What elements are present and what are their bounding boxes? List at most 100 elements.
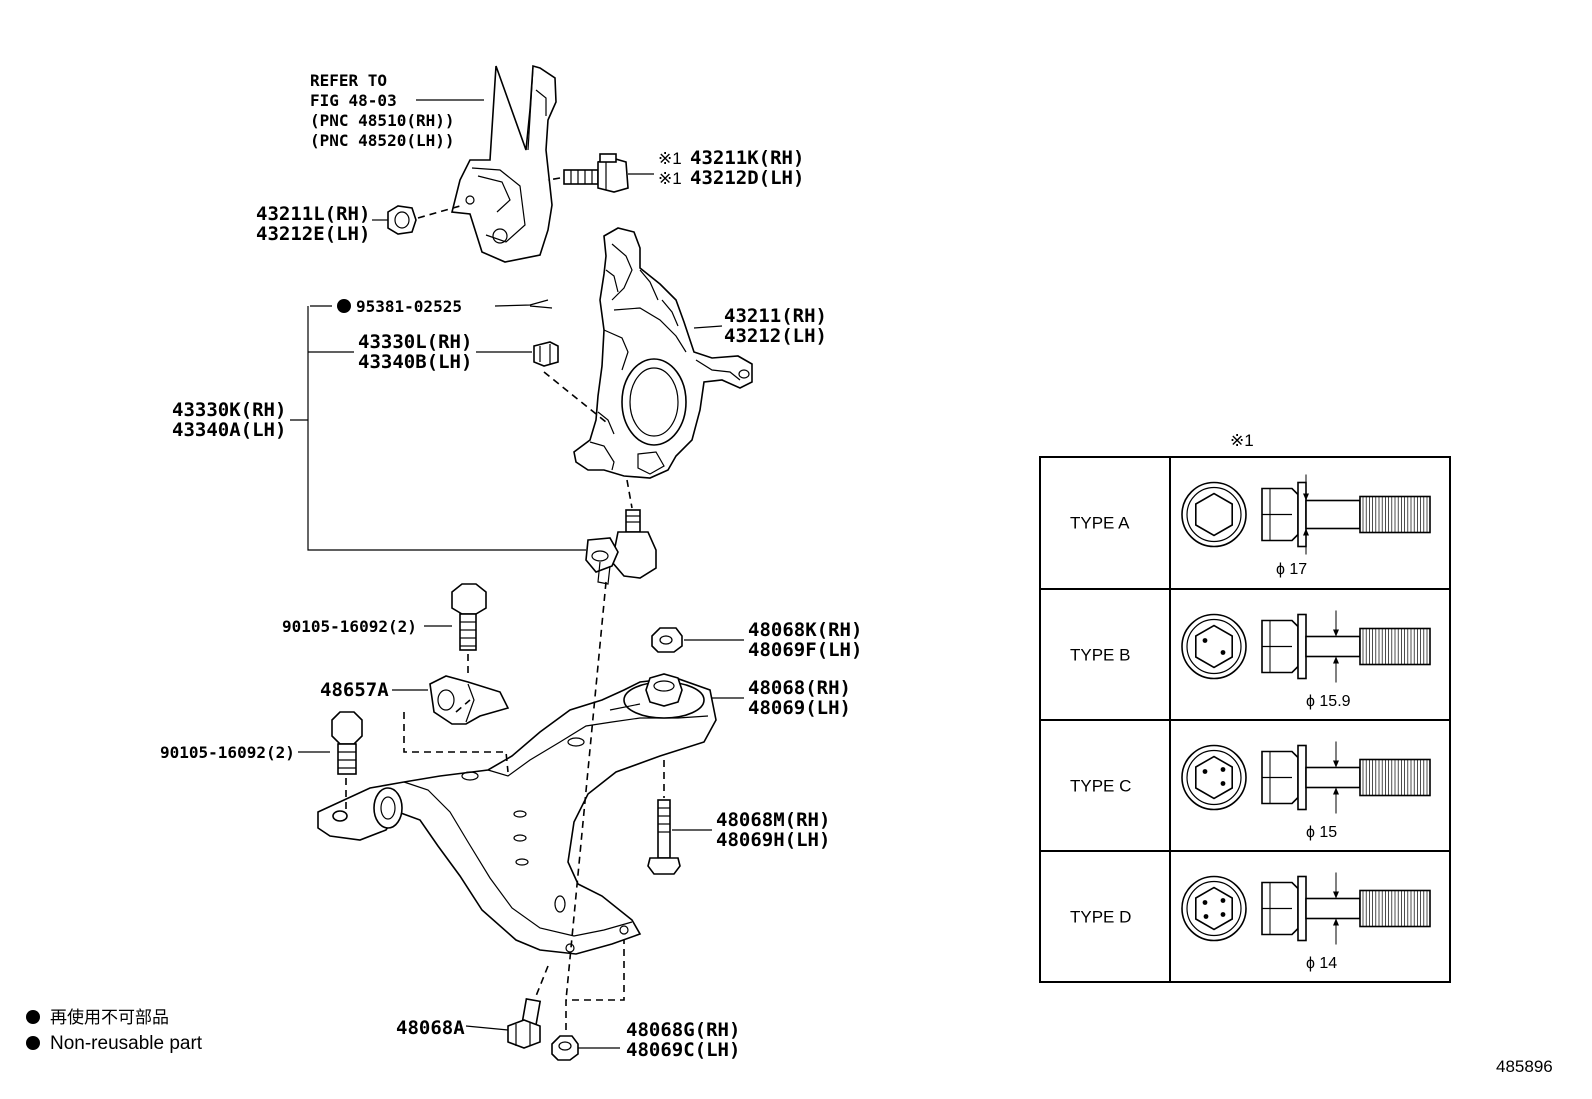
castle-nut-drawing <box>533 341 559 367</box>
label-48068a: 48068A <box>396 1017 465 1039</box>
label-43340b: 43340B(LH) <box>358 351 472 373</box>
label-43212: 43212(LH) <box>724 325 827 347</box>
label-90105-upper: 90105-16092(2) <box>282 617 417 636</box>
table-row: TYPE C ϕ 15 <box>1070 741 1431 841</box>
type-label: TYPE D <box>1070 908 1131 927</box>
id-dot-icon <box>1202 900 1208 905</box>
strut-bolt-drawing <box>563 153 629 193</box>
id-dot-icon <box>1202 769 1208 774</box>
label-48069c: 48069C(LH) <box>626 1039 740 1061</box>
label-43212d: 43212D(LH) <box>690 167 804 189</box>
part-labels: REFER TO FIG 48-03 (PNC 48510(RH)) (PNC … <box>160 71 862 1061</box>
bolt-flange <box>1297 875 1307 942</box>
id-dot-icon <box>1202 638 1208 643</box>
bolt-head-circle-icon <box>1181 613 1247 680</box>
label-43340a: 43340A(LH) <box>172 419 286 441</box>
hex-icon <box>1195 492 1233 537</box>
arrow-down-icon <box>1333 760 1339 768</box>
hex-icon <box>1195 755 1233 800</box>
arrow-down-icon <box>1303 493 1309 501</box>
bolt-mark-rh: ※1 <box>658 149 682 168</box>
label-90105-lower: 90105-16092(2) <box>160 743 295 762</box>
leader-lines <box>290 99 744 1049</box>
bolt-flange <box>1297 744 1307 811</box>
bolt-head-circle-icon <box>1181 875 1247 942</box>
label-48069f: 48069F(LH) <box>748 639 862 661</box>
legend-dot-icon-en <box>26 1036 40 1050</box>
refer-text-line2: FIG 48-03 <box>310 91 397 110</box>
strut-nut-drawing <box>387 205 417 235</box>
id-dot-icon <box>1220 781 1226 786</box>
table-header-mark: ※1 <box>1230 431 1254 450</box>
lower-arm-nut-drawing <box>651 627 683 653</box>
bolt-shank <box>1305 635 1361 658</box>
type-label: TYPE A <box>1070 514 1130 533</box>
bracket-bolt-upper-drawing <box>451 583 487 651</box>
arrow-down-icon <box>1333 891 1339 899</box>
bolt-head-circle-icon <box>1181 481 1247 548</box>
label-48068: 48068(RH) <box>748 677 851 699</box>
table-row: TYPE A ϕ 17 <box>1070 474 1431 578</box>
arrow-up-icon <box>1303 528 1309 536</box>
arrow-up-icon <box>1333 918 1339 926</box>
bolt-shank <box>1305 766 1361 789</box>
type-label: TYPE C <box>1070 777 1131 796</box>
diameter-label: ϕ 15.9 <box>1306 693 1351 710</box>
arm-bolt-drawing <box>507 998 542 1049</box>
label-43330l: 43330L(RH) <box>358 331 472 353</box>
bolt-mark-lh: ※1 <box>658 169 682 188</box>
label-43330k: 43330K(RH) <box>172 399 286 421</box>
hex-icon <box>1195 886 1233 931</box>
arrow-down-icon <box>1333 629 1339 637</box>
legend-en-text: Non-reusable part <box>50 1033 203 1054</box>
diameter-label: ϕ 15 <box>1306 824 1337 841</box>
label-43212e: 43212E(LH) <box>256 223 370 245</box>
label-48069: 48069(LH) <box>748 697 851 719</box>
steering-knuckle-drawing <box>573 227 753 479</box>
label-43211: 43211(RH) <box>724 305 827 327</box>
label-43211k: 43211K(RH) <box>690 147 804 169</box>
id-dot-icon <box>1220 898 1226 903</box>
arrow-up-icon <box>1333 656 1339 664</box>
bolt-flange <box>1297 613 1307 680</box>
strut-assembly-drawing <box>451 64 557 263</box>
long-bolt-drawing <box>647 799 681 875</box>
bolt-flange <box>1297 481 1307 548</box>
legend-dot-icon-jp <box>26 1010 40 1024</box>
cotter-pin-drawing <box>494 299 549 307</box>
diameter-label: ϕ 14 <box>1306 955 1337 972</box>
id-dot-icon <box>1220 912 1226 917</box>
legend-jp-text: 再使用不可部品 <box>50 1007 169 1027</box>
arm-nut-drawing <box>551 1035 579 1061</box>
non-reusable-dot-icon <box>337 299 351 313</box>
label-48657a: 48657A <box>320 679 389 701</box>
label-43211l: 43211L(RH) <box>256 203 370 225</box>
label-48069h: 48069H(LH) <box>716 829 830 851</box>
legend: 再使用不可部品 Non-reusable part <box>26 1007 203 1054</box>
bracket-bolt-lower-drawing <box>331 711 363 775</box>
id-dot-icon <box>1220 650 1226 655</box>
ball-joint-drawing <box>585 509 657 585</box>
label-95381: 95381-02525 <box>356 297 462 316</box>
bolt-head-circle-icon <box>1181 744 1247 811</box>
refer-text-line3: (PNC 48510(RH)) <box>310 111 455 130</box>
hex-icon <box>1195 624 1233 669</box>
label-48068k: 48068K(RH) <box>748 619 862 641</box>
label-48068m: 48068M(RH) <box>716 809 830 831</box>
lower-control-arm-drawing <box>317 673 717 955</box>
id-dot-icon <box>1220 767 1226 772</box>
refer-text-line4: (PNC 48520(LH)) <box>310 131 455 150</box>
table-row: TYPE B ϕ 15.9 <box>1070 610 1431 710</box>
bolt-shank <box>1305 499 1361 530</box>
refer-text-line1: REFER TO <box>310 71 387 90</box>
label-48068g: 48068G(RH) <box>626 1019 740 1041</box>
figure-number: 485896 <box>1496 1057 1553 1076</box>
diameter-label: ϕ 17 <box>1276 561 1307 578</box>
bolt-shank <box>1305 897 1361 920</box>
id-dot-icon <box>1203 914 1209 919</box>
table-row: TYPE D ϕ 14 <box>1070 872 1431 972</box>
arrow-up-icon <box>1333 787 1339 795</box>
type-label: TYPE B <box>1070 646 1130 665</box>
